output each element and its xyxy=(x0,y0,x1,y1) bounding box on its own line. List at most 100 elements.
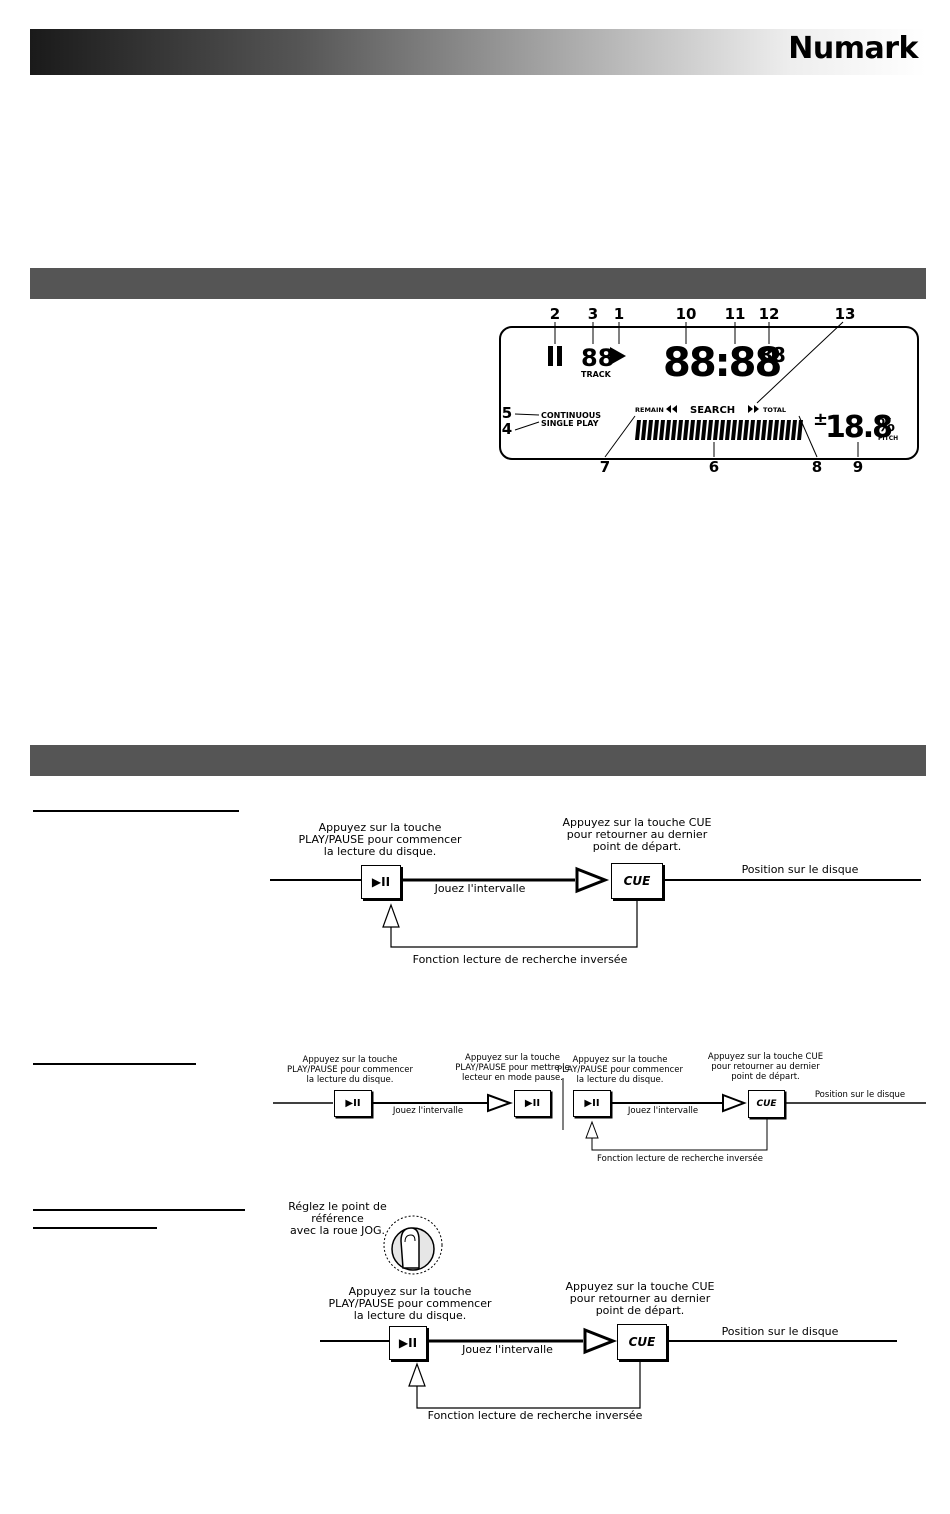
lcd-frame-digits: 88 xyxy=(759,343,785,367)
play-pause-button-3: ▶II xyxy=(573,1090,611,1117)
cue-button: CUE xyxy=(748,1090,785,1118)
heading-underline-4 xyxy=(33,1227,157,1229)
callout-7: 7 xyxy=(600,458,610,476)
lcd-diagram: 2 3 1 10 11 12 13 5 4 7 6 8 9 88 TRACK 8 xyxy=(495,300,925,480)
position-label: Position sur le disque xyxy=(741,863,859,876)
bar-segment xyxy=(713,420,719,440)
bar-segment xyxy=(701,420,707,440)
pause-icon xyxy=(548,346,553,366)
position-label: Position sur le disque xyxy=(721,1325,839,1338)
lcd-pitch-value: 18.8 xyxy=(825,410,892,445)
callout-12: 12 xyxy=(759,305,780,323)
jog-wheel-icon xyxy=(383,1215,443,1275)
bar-segment xyxy=(683,420,689,440)
lcd-total: TOTAL xyxy=(763,406,786,414)
bar-segment xyxy=(773,420,779,440)
heading-underline-2 xyxy=(33,1063,196,1065)
callout-8: 8 xyxy=(812,458,822,476)
arrow-head-icon xyxy=(575,866,610,894)
cue-button: CUE xyxy=(617,1324,667,1360)
heading-underline-3 xyxy=(33,1209,245,1211)
lcd-track-label: TRACK xyxy=(581,370,612,379)
bar-segment xyxy=(659,420,665,440)
reverse-label: Fonction lecture de recherche inversée xyxy=(597,1154,763,1164)
bar-segment xyxy=(749,420,755,440)
lcd-plus-minus: ± xyxy=(813,409,828,430)
callout-5: 5 xyxy=(502,404,512,422)
brand-logo: Numark xyxy=(788,31,918,66)
bar-segment xyxy=(755,420,761,440)
interval-label-1: Jouez l'intervalle xyxy=(392,1106,464,1116)
bar-segment xyxy=(785,420,791,440)
lcd-single-play: SINGLE PLAY xyxy=(541,419,599,428)
bar-segment xyxy=(647,420,653,440)
bar-segment xyxy=(737,420,743,440)
lcd-continuous: CONTINUOUS xyxy=(541,411,601,420)
bar-segment xyxy=(635,420,641,440)
callout-10: 10 xyxy=(676,305,697,323)
callout-2: 2 xyxy=(550,305,560,323)
bar-segment xyxy=(653,420,659,440)
bar-segment xyxy=(671,420,677,440)
position-label: Position sur le disque xyxy=(814,1090,906,1100)
bar-segment xyxy=(767,420,773,440)
heading-underline-1 xyxy=(33,810,239,812)
callout-13: 13 xyxy=(835,305,856,323)
callout-6: 6 xyxy=(709,458,719,476)
bar-segment xyxy=(779,420,785,440)
lcd-time-digits: 88:88 xyxy=(663,340,780,386)
play-icon xyxy=(610,347,626,365)
play-pause-button-2: ▶II xyxy=(514,1090,551,1117)
bar-segment xyxy=(725,420,731,440)
bar-segment xyxy=(743,420,749,440)
cue-button: CUE xyxy=(611,863,663,899)
reverse-label: Fonction lecture de recherche inversée xyxy=(427,1409,643,1422)
interval-label: Jouez l'intervalle xyxy=(434,882,526,895)
section-bar-operation xyxy=(30,745,926,776)
callout-4: 4 xyxy=(502,420,512,438)
bar-segment xyxy=(695,420,701,440)
lcd-frame xyxy=(499,326,919,460)
arrow-up-icon xyxy=(382,903,400,928)
bar-segment xyxy=(677,420,683,440)
interval-label: Jouez l'intervalle xyxy=(462,1343,553,1356)
lcd-search: SEARCH xyxy=(690,405,735,416)
bar-segment xyxy=(731,420,737,440)
bar-segment xyxy=(689,420,695,440)
play-pause-button: ▶II xyxy=(389,1326,427,1360)
bar-segment xyxy=(707,420,713,440)
lcd-track-digits: 88 xyxy=(581,344,614,372)
bar-segment xyxy=(797,420,803,440)
lcd-bar-meter xyxy=(635,420,803,440)
bar-segment xyxy=(665,420,671,440)
callout-1: 1 xyxy=(614,305,624,323)
play-pause-button: ▶II xyxy=(361,865,401,899)
bar-segment xyxy=(719,420,725,440)
lcd-remain: REMAIN xyxy=(635,406,664,414)
bar-segment xyxy=(761,420,767,440)
callout-9: 9 xyxy=(853,458,863,476)
callout-11: 11 xyxy=(725,305,746,323)
header-bar xyxy=(30,29,926,75)
reverse-label: Fonction lecture de recherche inversée xyxy=(412,953,628,966)
lcd-pitch-unit: % xyxy=(877,415,895,436)
bar-segment xyxy=(641,420,647,440)
interval-label-2: Jouez l'intervalle xyxy=(627,1106,699,1116)
section-bar-display xyxy=(30,268,926,299)
play-pause-button-1: ▶II xyxy=(334,1090,372,1117)
callout-3: 3 xyxy=(588,305,598,323)
lcd-pitch-label: PITCH xyxy=(878,435,898,442)
bar-segment xyxy=(791,420,797,440)
